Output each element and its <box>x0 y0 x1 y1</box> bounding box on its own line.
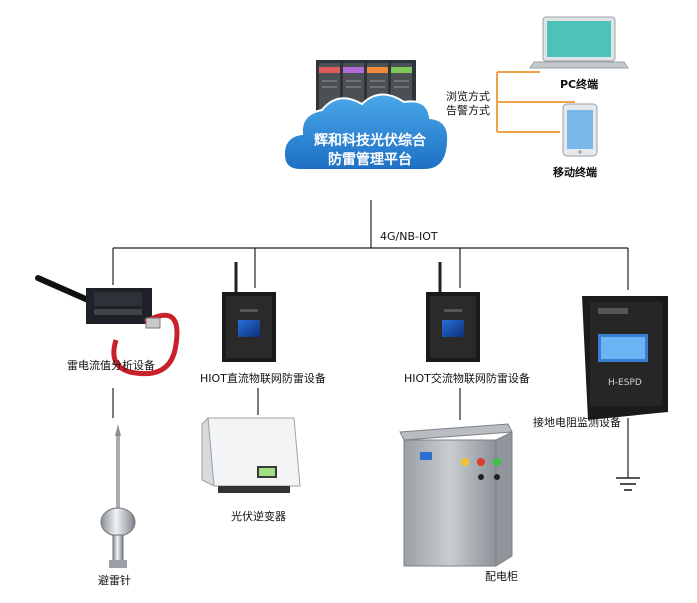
platform-title-line1: 辉和科技光伏综合 <box>314 133 426 149</box>
ground-symbol-icon <box>616 477 640 491</box>
tablet-icon <box>562 103 598 157</box>
laptop-icon <box>529 16 629 69</box>
inverter-icon <box>201 416 301 493</box>
inverter-label: 光伏逆变器 <box>231 510 286 523</box>
platform-title-line2: 防雷管理平台 <box>328 152 412 168</box>
cabinet-label: 配电柜 <box>485 570 518 583</box>
terminal-connectors <box>496 71 575 133</box>
cloud-icon <box>282 93 450 171</box>
mobile-terminal-label: 移动终端 <box>553 166 597 179</box>
lightning-rod-label: 避雷针 <box>98 574 131 587</box>
pc-terminal-label: PC终端 <box>560 78 599 91</box>
network-label: 4G/NB-IOT <box>380 230 438 243</box>
ac-device-icon <box>426 262 480 362</box>
lightning-rod-icon <box>100 424 136 568</box>
connector-lines <box>112 200 629 478</box>
dc-device-icon <box>222 262 276 362</box>
ground-monitor-label: 接地电阻监测设备 <box>533 416 621 429</box>
ac-device-label: HIOT交流物联网防雷设备 <box>404 372 530 385</box>
alarm-method-label: 告警方式 <box>446 104 490 117</box>
ground-monitor-panel-label: H-ESPD <box>608 378 642 388</box>
cabinet-icon <box>399 423 513 567</box>
lightning-analyzer-icon <box>35 275 180 377</box>
dc-device-label: HIOT直流物联网防雷设备 <box>200 372 326 385</box>
ground-monitor-icon <box>582 296 668 420</box>
lightning-analyzer-label: 雷电流值分析设备 <box>67 359 155 372</box>
platform-title: 辉和科技光伏综合 防雷管理平台 <box>300 132 440 170</box>
browse-method-label: 浏览方式 <box>446 90 490 103</box>
